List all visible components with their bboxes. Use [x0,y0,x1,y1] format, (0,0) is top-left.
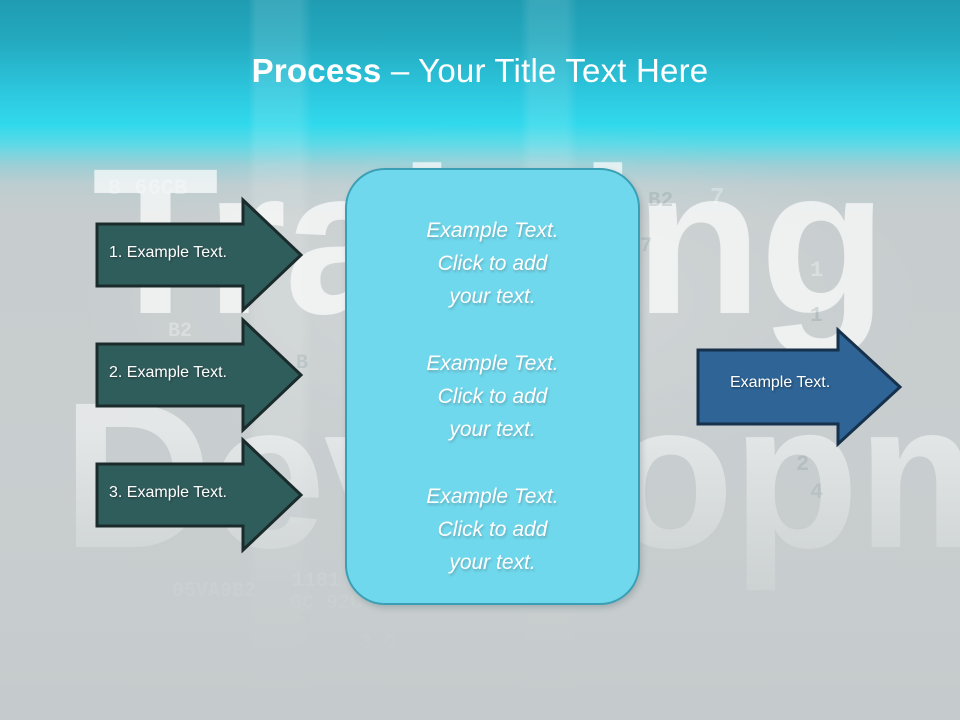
panel-text-line: Example Text. [426,485,559,508]
slide-title-strong: Process [251,52,382,89]
panel-text-line: Click to add [437,252,548,275]
panel-text-line: your text. [449,418,536,441]
output-arrow[interactable]: Example Text. [696,326,903,448]
panel-text-line: Example Text. [426,352,559,375]
step-arrow-1[interactable]: 1. Example Text. [95,196,304,314]
arrow-right-icon [95,436,304,554]
panel-text-line: Example Text. [426,219,559,242]
step-arrow-2[interactable]: 2. Example Text. [95,316,304,434]
panel-text-line: Click to add [437,518,548,541]
center-panel[interactable]: Example Text. Click to add your text. Ex… [345,168,640,605]
panel-text-block-2: Example Text. Click to add your text. [347,347,638,446]
arrow-right-icon [696,326,903,448]
slide-title: Process – Your Title Text Here [0,50,960,92]
panel-text-block-1: Example Text. Click to add your text. [347,214,638,313]
step-arrow-3-label: 3. Example Text. [109,484,227,501]
arrow-right-icon [95,316,304,434]
arrow-right-icon [95,196,304,314]
panel-text-block-3: Example Text. Click to add your text. [347,480,638,579]
step-arrow-3[interactable]: 3. Example Text. [95,436,304,554]
output-arrow-label: Example Text. [730,374,831,391]
panel-text-line: your text. [449,285,536,308]
panel-text-line: Click to add [437,385,548,408]
slide-title-rest: – Your Title Text Here [381,52,709,89]
step-arrow-1-label: 1. Example Text. [109,244,227,261]
step-arrow-2-label: 2. Example Text. [109,364,227,381]
panel-text-line: your text. [449,551,536,574]
